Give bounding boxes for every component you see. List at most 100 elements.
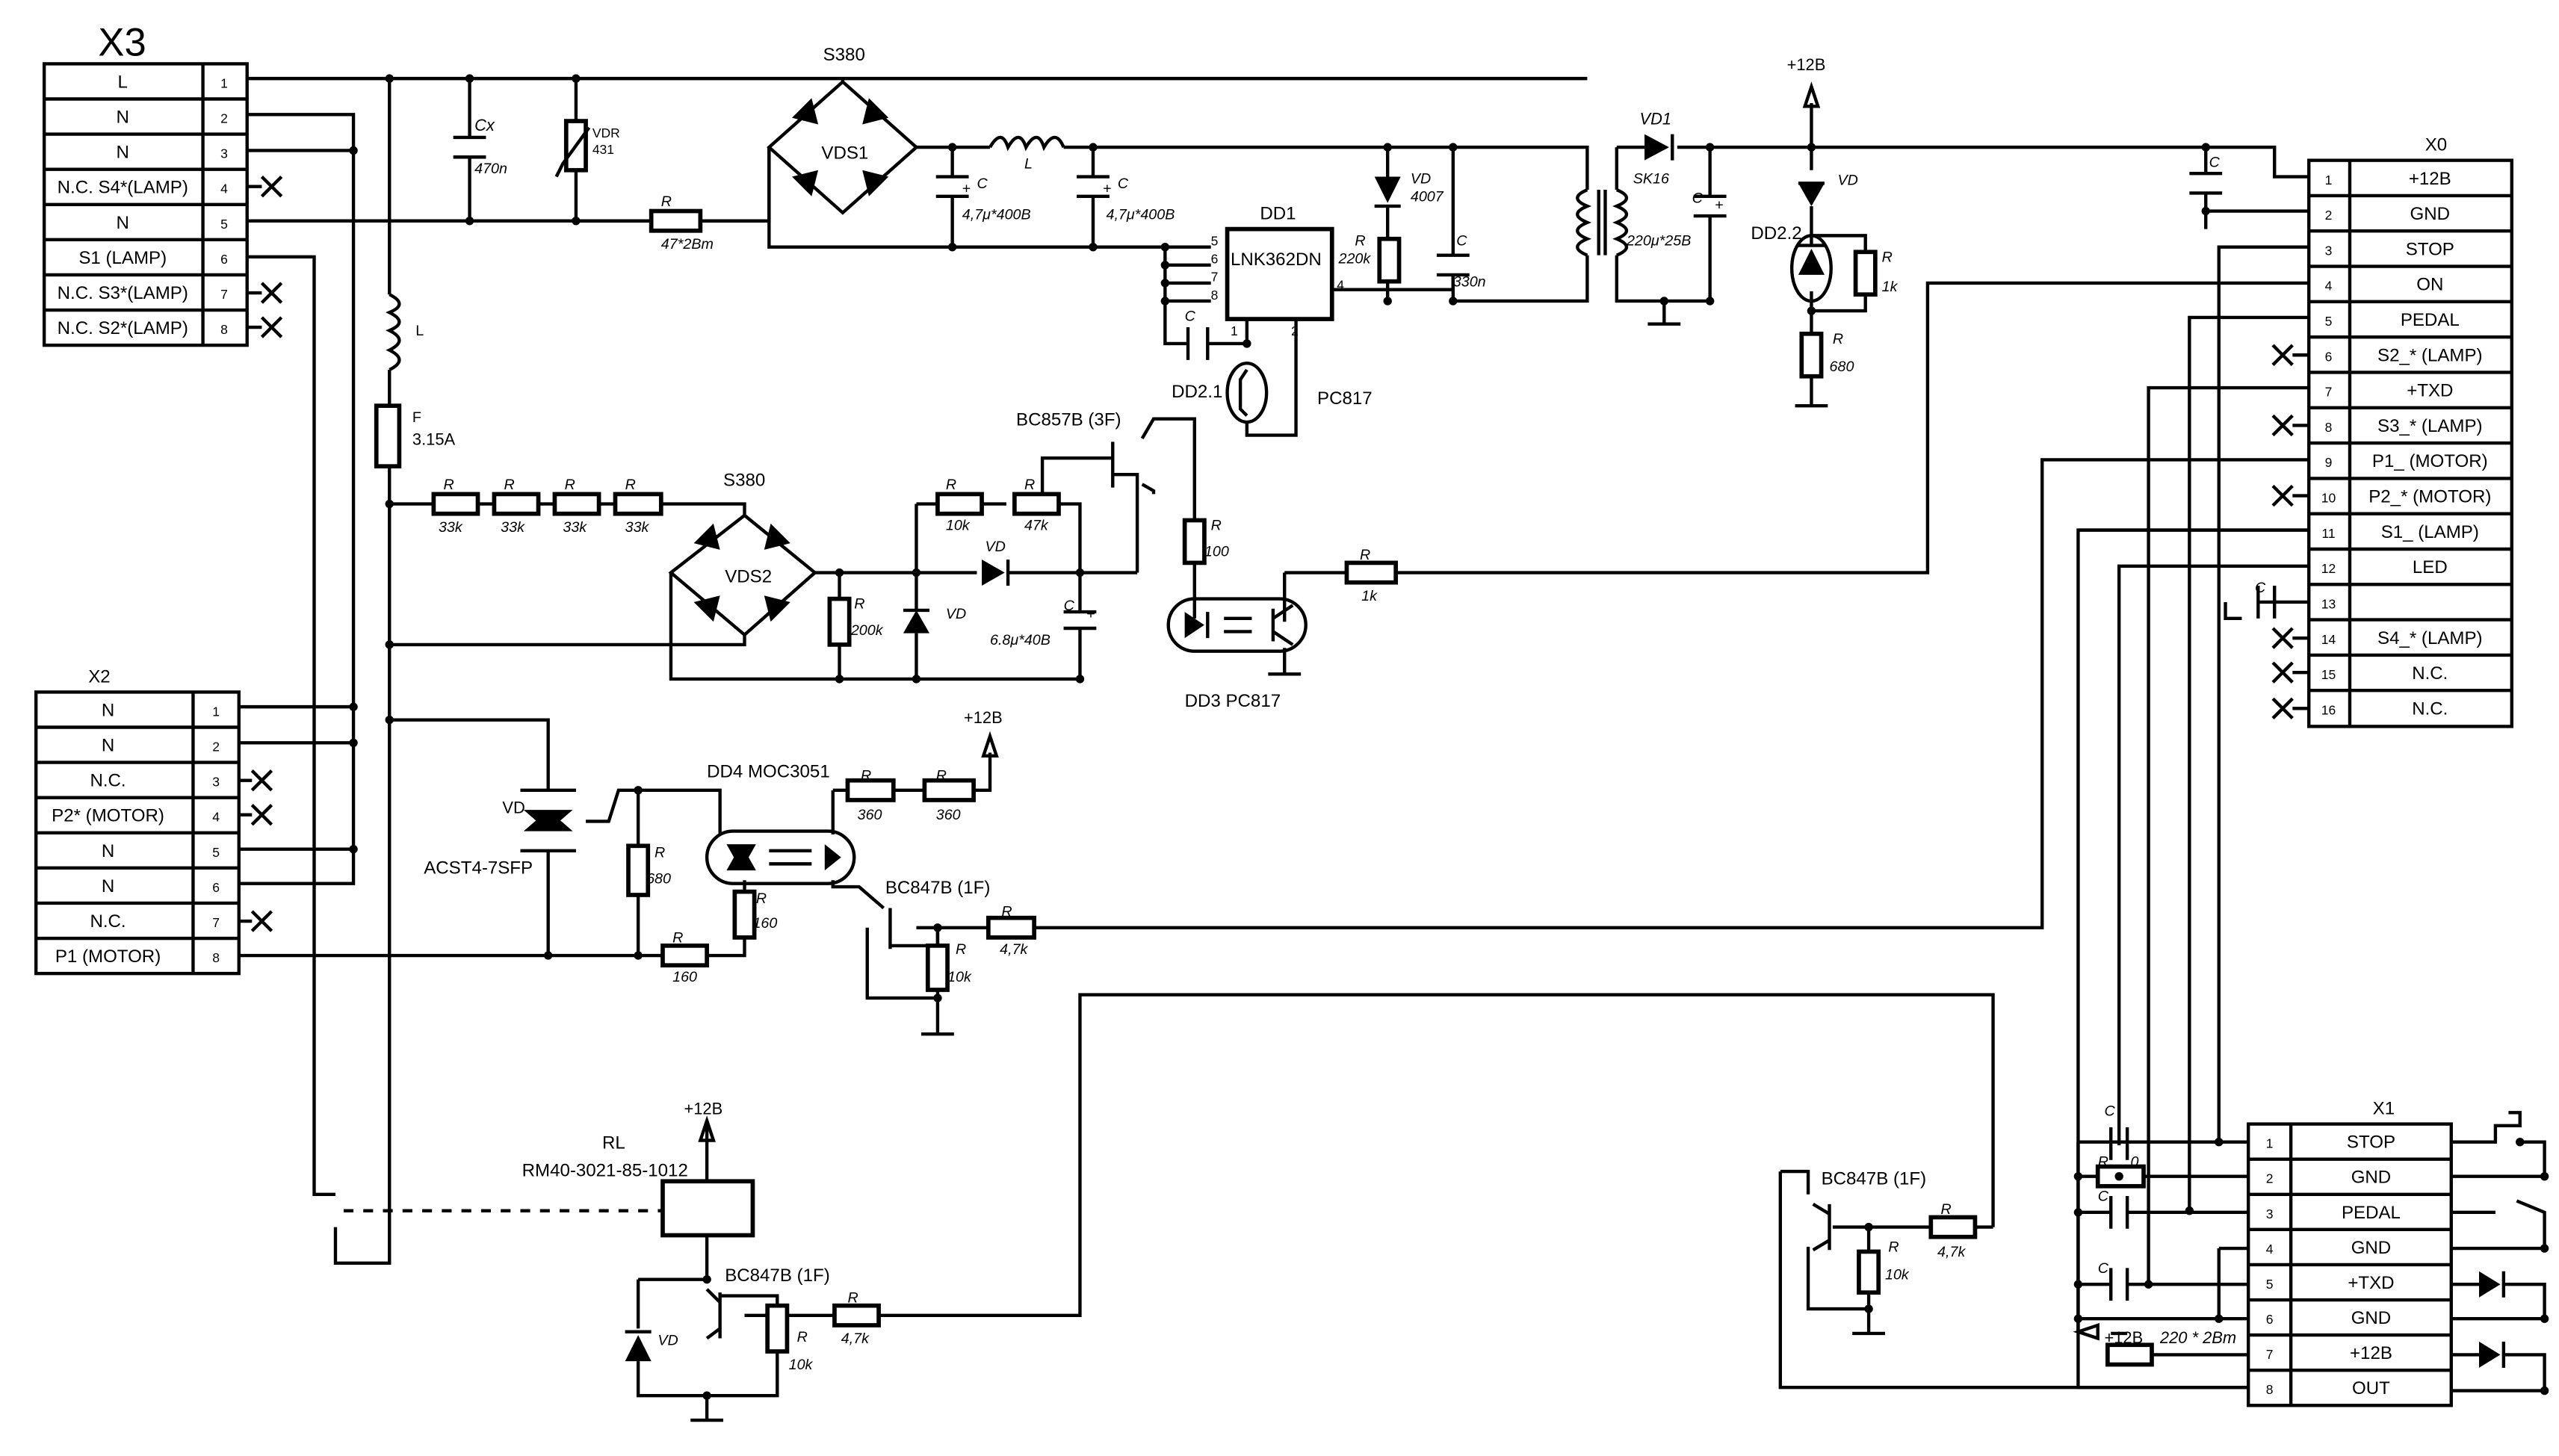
cx-label: Cx bbox=[474, 116, 495, 134]
vds2-label: VDS2 bbox=[725, 567, 772, 587]
x0-row-pin: 11 bbox=[2321, 526, 2335, 541]
plus12-top: +12B bbox=[1787, 55, 1826, 74]
r1k-top-label: R bbox=[1882, 249, 1893, 265]
x0-row-pin: 13 bbox=[2321, 596, 2336, 611]
x3-row-pin: 8 bbox=[220, 322, 228, 337]
x0-row-pin: 8 bbox=[2325, 420, 2333, 435]
r360a-value: 360 bbox=[858, 807, 882, 823]
fuse-value: 3.15A bbox=[412, 430, 456, 449]
r360b-label: R bbox=[936, 768, 947, 784]
r33-2-label: R bbox=[504, 477, 515, 493]
r33-1-label: R bbox=[444, 477, 454, 493]
x3-row-pin: 5 bbox=[220, 217, 228, 232]
c-x0-label: C bbox=[2209, 154, 2221, 170]
r10k-2-label: R bbox=[797, 1329, 808, 1345]
r47k-2-label: R bbox=[847, 1289, 858, 1306]
x1-row-label: GND bbox=[2351, 1238, 2392, 1258]
x3-row-label: N.C. S2*(LAMP) bbox=[58, 318, 188, 338]
x2-row-label: N bbox=[102, 841, 114, 861]
dd1-label: DD1 bbox=[1260, 203, 1296, 223]
r160b-value: 160 bbox=[752, 915, 777, 932]
x2-row-pin: 2 bbox=[212, 740, 220, 755]
x0-row-label: S1_ (LAMP) bbox=[2381, 522, 2479, 542]
r47k-3-label: R bbox=[1940, 1201, 1951, 1218]
r360b-value: 360 bbox=[936, 807, 961, 823]
x0-row-pin: 15 bbox=[2321, 667, 2336, 682]
x3-row-pin: 2 bbox=[220, 111, 228, 126]
x0-row-pin: 16 bbox=[2321, 702, 2336, 717]
r160b-label: R bbox=[756, 890, 767, 907]
dd1-chip: LNK362DN bbox=[1231, 250, 1322, 270]
r33-2-value: 33k bbox=[501, 519, 525, 536]
x3-row-pin: 1 bbox=[220, 75, 228, 90]
x0-row-label: PEDAL bbox=[2401, 310, 2460, 330]
x0-title: X0 bbox=[2425, 134, 2447, 155]
sk16-label: SK16 bbox=[1633, 170, 1669, 187]
vd4007-label: VD bbox=[1411, 170, 1431, 187]
x0-row-pin: 4 bbox=[2325, 279, 2333, 294]
x3-row-pin: 3 bbox=[220, 146, 228, 161]
x2-row-label: N bbox=[102, 876, 114, 896]
dd1-pin6: 6 bbox=[1211, 252, 1219, 267]
c-x1c-label: C bbox=[2098, 1260, 2109, 1277]
x3-row-pin: 7 bbox=[220, 287, 228, 302]
x1-row-pin: 4 bbox=[2266, 1242, 2274, 1257]
r33-1-value: 33k bbox=[439, 519, 463, 536]
svg-text:+: + bbox=[1086, 606, 1095, 622]
x1-row-pin: 3 bbox=[2266, 1206, 2274, 1221]
vd-zener-label: VD bbox=[946, 606, 966, 622]
r200-label: R bbox=[854, 596, 864, 613]
x0-row-label: P2_* (MOTOR) bbox=[2368, 487, 2491, 507]
x3-row-label: L bbox=[118, 72, 128, 92]
x0-row-pin: 12 bbox=[2321, 561, 2336, 576]
x2-row-pin: 7 bbox=[212, 915, 220, 930]
pc817-label: PC817 bbox=[1317, 388, 1373, 409]
c-x1a-label: C bbox=[2104, 1103, 2115, 1120]
x0-row-label: S2_* (LAMP) bbox=[2377, 345, 2483, 365]
r47k-label: R bbox=[1024, 477, 1035, 493]
r200-value: 200k bbox=[850, 622, 884, 639]
dd4-label: DD4 MOC3051 bbox=[707, 761, 830, 781]
r0-label: R bbox=[2098, 1154, 2108, 1171]
r680-value: 680 bbox=[646, 871, 671, 887]
x1-row-label: GND bbox=[2351, 1308, 2392, 1328]
x1-row-label: OUT bbox=[2352, 1378, 2390, 1398]
x2-row-pin: 4 bbox=[212, 810, 220, 825]
r47k-value: 47k bbox=[1024, 518, 1049, 534]
x3-row-label: N.C. S4*(LAMP) bbox=[58, 178, 188, 198]
dd21-label: DD2.1 bbox=[1172, 382, 1222, 402]
x0-row-label: STOP bbox=[2406, 239, 2454, 259]
cx-value: 470n bbox=[474, 161, 507, 177]
r47k-3-value: 4,7k bbox=[1937, 1244, 1966, 1260]
x3-row-label: N bbox=[117, 213, 129, 233]
bridge1-label: S380 bbox=[823, 45, 865, 65]
c330-label: C bbox=[1456, 233, 1467, 250]
x3-row-label: S1 (LAMP) bbox=[78, 248, 167, 268]
x0-row-label: S3_* (LAMP) bbox=[2377, 416, 2483, 436]
r680-top-label: R bbox=[1833, 331, 1843, 347]
vd-top-label: VD bbox=[1837, 172, 1857, 188]
x2-title: X2 bbox=[88, 666, 110, 687]
r10k-2-value: 10k bbox=[789, 1357, 814, 1373]
c-x1b-label: C bbox=[2098, 1189, 2109, 1205]
x3-row-pin: 4 bbox=[220, 182, 228, 196]
vdr-label: VDR bbox=[592, 126, 620, 140]
x1-row-pin: 7 bbox=[2266, 1347, 2274, 1362]
x1-row-label: GND bbox=[2351, 1168, 2392, 1188]
x1-title: X1 bbox=[2373, 1098, 2395, 1118]
x2-row-pin: 5 bbox=[212, 845, 220, 860]
dd1-pin4: 4 bbox=[1337, 278, 1344, 293]
components: + + + + bbox=[343, 74, 2549, 1422]
vds1-label: VDS1 bbox=[821, 143, 868, 163]
x0-row-label: P1_ (MOTOR) bbox=[2372, 451, 2488, 471]
r160a-label: R bbox=[672, 929, 683, 946]
r220-label: R bbox=[1355, 233, 1365, 250]
x0-row-label: N.C. bbox=[2412, 663, 2448, 684]
x2-row-pin: 6 bbox=[212, 880, 220, 895]
r160a-value: 160 bbox=[672, 969, 697, 985]
r100-value: 100 bbox=[1204, 544, 1229, 560]
